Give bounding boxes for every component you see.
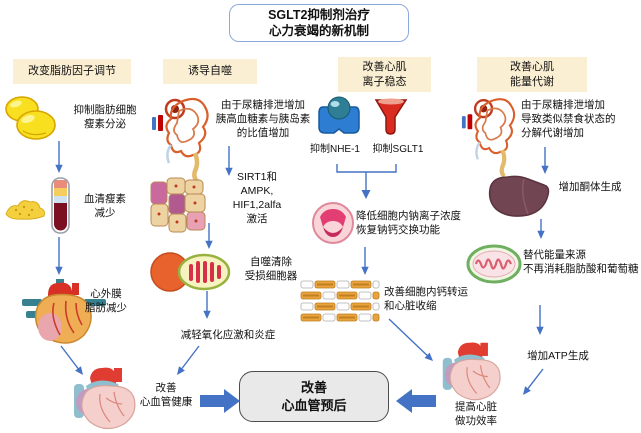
sarcomere-icon	[299, 279, 381, 323]
bracket-merge-arrow	[336, 164, 397, 199]
step-glucagon-ratio-label: 由于尿糖排泄增加 胰高血糖素与胰岛素 的比值增加	[215, 99, 311, 139]
flow-arrow	[55, 141, 63, 173]
cardiomyocyte-icon	[310, 201, 356, 246]
step-sirt1-ampk-label: SIRT1和 AMPK, HIF1,2alfa 激活	[232, 171, 282, 225]
flow-arrow	[537, 219, 545, 239]
outcome-cv-prognosis-label: 改善 心血管预后	[281, 379, 347, 413]
flow-arrow	[388, 318, 433, 361]
flow-arrow	[536, 305, 544, 335]
step-inhibit-leptin-label: 抑制脂肪细胞 瘦素分泌	[73, 104, 137, 130]
header-energy-metabolism: 改善心肌 能量代谢	[477, 57, 587, 92]
fat-cells-icon	[3, 94, 59, 144]
header-ion-homeostasis: 改善心肌 离子稳态	[338, 57, 431, 92]
mitochondria-icon	[466, 243, 523, 286]
heart-icon	[435, 339, 507, 403]
kidney-nephron-icon	[461, 91, 523, 178]
outcome-cv-prognosis-box: 改善 心血管预后	[239, 371, 389, 422]
step-oxidative-stress-label: 减轻氧化应激和炎症	[180, 329, 276, 341]
step-fasting-catabolism-label: 由于尿糖排泄增加 导致类似禁食状态的 分解代谢增加	[521, 99, 616, 139]
step-atp-label: 增加ATP生成	[527, 350, 589, 362]
flow-arrow	[361, 247, 369, 275]
kidney-nephron-icon	[151, 91, 217, 183]
nhe1-protein-icon	[317, 95, 361, 137]
flow-arrow	[177, 345, 200, 375]
step-ketone-label: 增加酮体生成	[558, 181, 622, 193]
autophagosome-icon	[149, 250, 231, 294]
flow-arrow	[203, 291, 211, 319]
serum-tube-icon	[4, 176, 76, 236]
step-improve-calcium-label: 改善细胞内钙转运 和心脏收缩	[384, 286, 468, 312]
flow-arrow	[541, 147, 549, 174]
flow-arrow	[523, 368, 544, 395]
label-inhibit-nhe1: 抑制NHE-1	[309, 144, 360, 155]
title-box: SGLT2抑制剂治疗 心力衰竭的新机制	[229, 4, 409, 42]
liver-icon	[484, 169, 552, 221]
diagram-title: SGLT2抑制剂治疗 心力衰竭的新机制	[268, 7, 370, 38]
header-adipokine: 改变脂肪因子调节	[13, 59, 131, 84]
flow-arrow	[205, 223, 213, 249]
header-autophagy: 诱导自噬	[163, 59, 257, 84]
step-serum-leptin-label: 血清瘦素 减少	[84, 193, 126, 219]
label-inhibit-sglt1: 抑制SGLT1	[372, 144, 424, 155]
step-lower-sodium-label: 降低细胞内钠离子浓度 恢复钠钙交换功能	[356, 210, 461, 236]
sglt1-channel-icon	[373, 97, 409, 137]
step-alt-energy-label: 替代能量来源 不再消耗脂肪酸和葡萄糖	[523, 249, 639, 275]
flow-arrow	[225, 146, 233, 176]
thick-arrow-left-icon	[396, 388, 436, 414]
flow-arrow	[55, 237, 63, 275]
step-autophagy-clear-label: 自噬清除 受损细胞器	[244, 256, 298, 282]
epicardial-fat-heart-icon	[20, 277, 108, 347]
heart-icon	[66, 364, 142, 432]
thick-arrow-right-icon	[200, 388, 240, 414]
flow-arrow	[60, 345, 83, 375]
step-epicardial-fat-label: 心外膜 脂肪减少	[85, 288, 127, 314]
outcome-cv-health-label: 改善 心血管健康	[139, 382, 193, 408]
muscle-tissue-icon	[149, 176, 213, 234]
outcome-cardiac-efficiency-label: 提高心脏 做功效率	[455, 401, 497, 427]
